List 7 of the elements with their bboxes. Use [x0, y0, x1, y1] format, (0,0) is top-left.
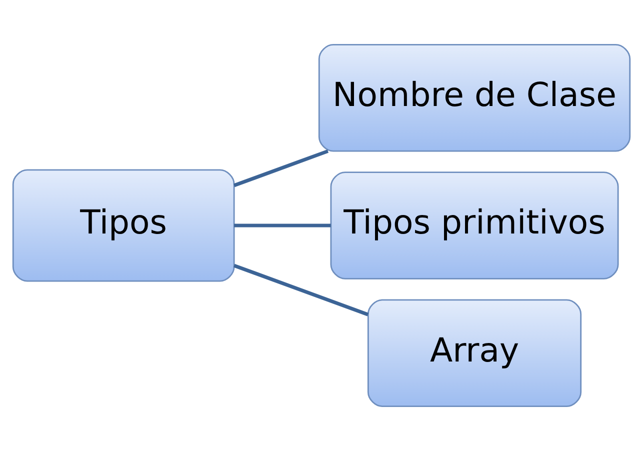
node-box: Tipos: [12, 169, 235, 282]
connector: [234, 264, 369, 316]
node-box: Nombre de Clase: [318, 44, 631, 152]
connector: [233, 149, 329, 188]
node-box: Array: [367, 299, 582, 407]
connector: [234, 224, 331, 228]
node-box: Tipos primitivos: [330, 172, 619, 280]
